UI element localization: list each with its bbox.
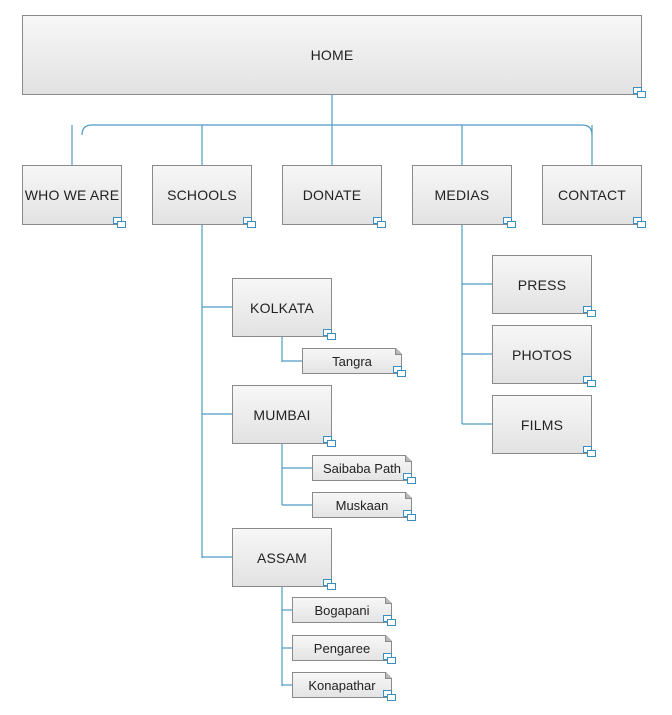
page-fold-icon <box>385 635 392 642</box>
page-stack-icon <box>323 436 337 448</box>
node-bogapani: Bogapani <box>292 597 396 626</box>
page-fold-icon <box>385 672 392 679</box>
node-pengaree-label: Pengaree <box>313 640 371 656</box>
page-fold-icon <box>395 348 402 355</box>
page-stack-icon <box>383 615 397 627</box>
node-pengaree: Pengaree <box>292 635 396 664</box>
page-stack-icon <box>583 446 597 458</box>
page-stack-icon <box>113 217 127 229</box>
node-muskaan: Muskaan <box>312 492 416 521</box>
page-stack-icon <box>633 217 647 229</box>
page-stack-icon <box>323 329 337 341</box>
node-films: FILMS <box>492 395 596 457</box>
node-photos: PHOTOS <box>492 325 596 387</box>
node-medias-label: MEDIAS <box>434 187 490 203</box>
node-donate: DONATE <box>282 165 386 228</box>
page-stack-icon <box>323 579 337 591</box>
node-contact-label: CONTACT <box>557 187 627 203</box>
page-fold-icon <box>405 455 412 462</box>
node-who-we-are-label: WHO WE ARE <box>24 187 120 203</box>
node-assam: ASSAM <box>232 528 336 590</box>
node-mumbai: MUMBAI <box>232 385 336 447</box>
node-medias: MEDIAS <box>412 165 516 228</box>
page-stack-icon <box>383 653 397 665</box>
node-bogapani-label: Bogapani <box>314 602 370 618</box>
node-schools-label: SCHOOLS <box>167 187 237 203</box>
node-muskaan-label: Muskaan <box>335 497 389 513</box>
page-fold-icon <box>405 492 412 499</box>
node-films-label: FILMS <box>520 416 564 433</box>
node-mumbai-label: MUMBAI <box>253 406 311 423</box>
node-home-label: HOME <box>310 47 354 63</box>
node-kolkata: KOLKATA <box>232 278 336 340</box>
node-saibaba-path: Saibaba Path <box>312 455 416 484</box>
node-tangra: Tangra <box>302 348 406 377</box>
node-press-label: PRESS <box>517 276 567 293</box>
node-tangra-label: Tangra <box>332 353 372 369</box>
page-stack-icon <box>403 510 417 522</box>
node-saibaba-path-label: Saibaba Path <box>322 460 402 476</box>
node-who-we-are: WHO WE ARE <box>22 165 126 228</box>
page-stack-icon <box>503 217 517 229</box>
node-schools: SCHOOLS <box>152 165 256 228</box>
node-assam-label: ASSAM <box>256 549 307 566</box>
page-stack-icon <box>403 473 417 485</box>
page-stack-icon <box>583 376 597 388</box>
page-stack-icon <box>633 87 647 99</box>
page-stack-icon <box>583 306 597 318</box>
node-kolkata-label: KOLKATA <box>250 299 314 316</box>
node-press: PRESS <box>492 255 596 317</box>
node-photos-label: PHOTOS <box>511 346 573 363</box>
node-konapathar: Konapathar <box>292 672 396 701</box>
page-stack-icon <box>243 217 257 229</box>
page-stack-icon <box>373 217 387 229</box>
node-donate-label: DONATE <box>302 187 362 203</box>
page-stack-icon <box>383 690 397 702</box>
node-konapathar-label: Konapathar <box>308 677 376 693</box>
node-contact: CONTACT <box>542 165 646 228</box>
connector-level1-bus <box>81 124 593 136</box>
page-stack-icon <box>393 366 407 378</box>
node-home: HOME <box>22 15 646 98</box>
page-fold-icon <box>385 597 392 604</box>
